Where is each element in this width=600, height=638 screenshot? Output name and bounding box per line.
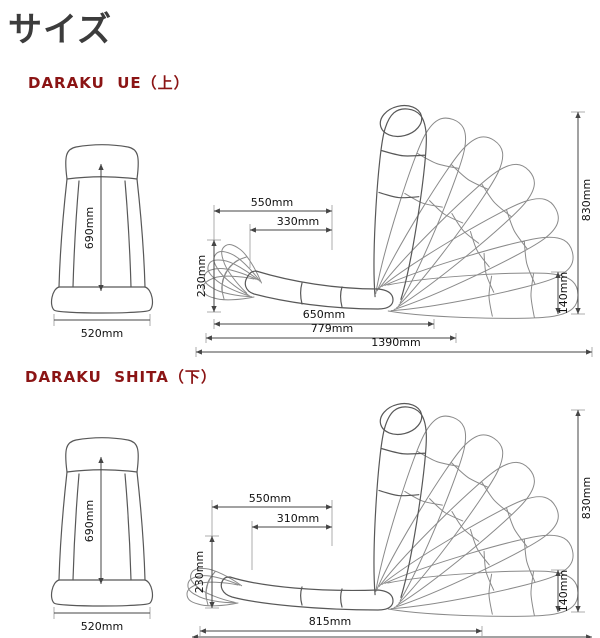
- daraku-shita-diagram: 690mm 520mm: [50, 402, 593, 638]
- dim-total-height: 830mm: [580, 477, 593, 519]
- page-title: サイズ: [8, 10, 112, 50]
- dim-front-height: 690mm: [83, 207, 96, 249]
- dim-total-height: 830mm: [580, 179, 593, 221]
- dim-bottom-1390: 1390mm: [371, 336, 420, 349]
- dim-top-depth: 550mm: [249, 492, 291, 505]
- dim-bottom-650: 650mm: [303, 308, 345, 321]
- dim-bottom-815: 815mm: [309, 615, 351, 628]
- front-view-chair: [50, 437, 154, 607]
- section-label-daraku-ue: DARAKU UE（上）: [28, 74, 190, 92]
- recline-positions-fan: [366, 111, 579, 322]
- side-view-chair: [244, 104, 431, 310]
- side-view-dimensions: 550mm 330mm 230mm 830mm 140mm: [195, 111, 593, 357]
- side-view-dimensions: 550mm 310mm 230mm 830mm 140mm: [191, 409, 593, 638]
- dim-reclined-height: 140mm: [557, 570, 570, 612]
- dim-front-width: 520mm: [81, 327, 123, 340]
- front-view-dimensions: 690mm 520mm: [53, 163, 151, 340]
- dim-top-depth: 550mm: [251, 196, 293, 209]
- dim-front-height: 690mm: [83, 500, 96, 542]
- recline-positions-fan: [366, 409, 579, 620]
- dim-seat-height: 230mm: [195, 255, 208, 297]
- footrest-positions-fan: [201, 238, 265, 301]
- dim-reclined-height: 140mm: [557, 272, 570, 314]
- side-view-chair: [220, 402, 431, 611]
- dim-seat-height: 230mm: [193, 551, 206, 593]
- section-label-daraku-shita: DARAKU SHITA（下）: [25, 368, 217, 386]
- daraku-ue-diagram: 690mm 520mm: [50, 104, 593, 357]
- front-view-chair: [50, 144, 154, 314]
- dim-front-width: 520mm: [81, 620, 123, 633]
- dim-bottom-779: 779mm: [311, 322, 353, 335]
- dim-inner-depth: 330mm: [277, 215, 319, 228]
- front-view-dimensions: 690mm 520mm: [53, 456, 151, 633]
- dim-inner-depth: 310mm: [277, 512, 319, 525]
